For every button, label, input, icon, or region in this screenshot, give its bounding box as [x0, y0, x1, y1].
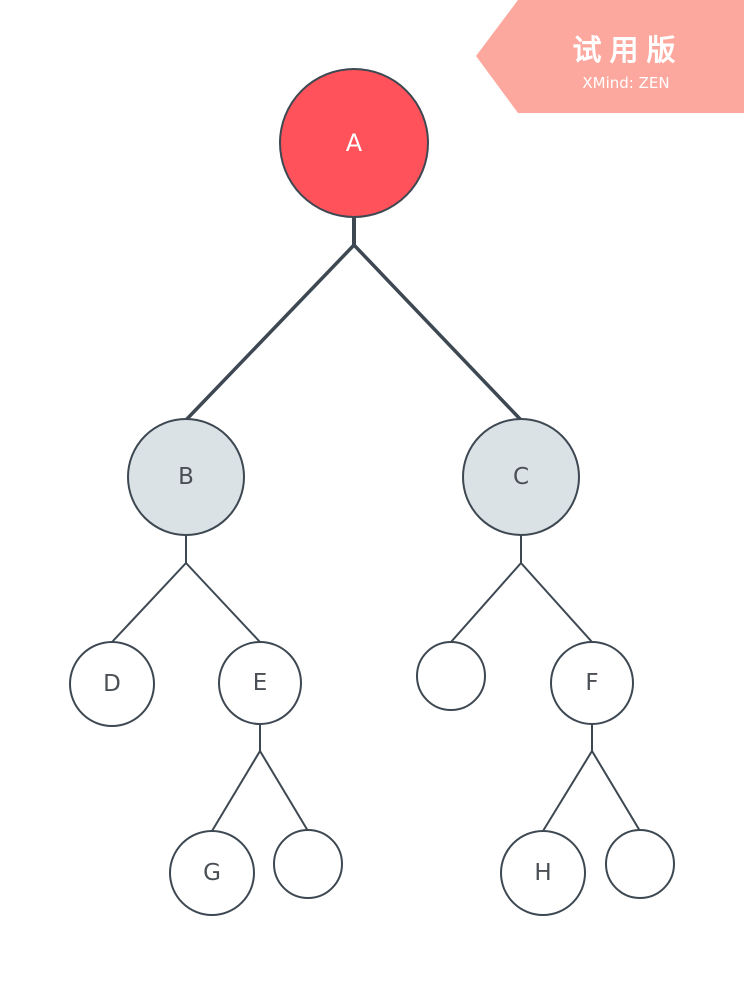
connector-e-g — [211, 750, 261, 832]
connector-b-e — [185, 562, 261, 643]
node-c-blank[interactable] — [416, 641, 486, 711]
trial-badge: 试用版 XMind: ZEN — [476, 0, 744, 113]
connector-f-h — [542, 750, 593, 832]
connector-e-blank — [259, 750, 309, 832]
connector-b-d — [111, 562, 187, 643]
connector-c-f — [520, 562, 593, 643]
node-c-label: C — [513, 464, 529, 490]
node-b[interactable]: B — [127, 418, 245, 536]
node-a[interactable]: A — [279, 68, 429, 218]
trial-badge-title: 试用版 — [572, 33, 683, 67]
connector-a-c — [352, 243, 523, 422]
connector-f-blank — [591, 750, 641, 832]
node-g[interactable]: G — [169, 830, 255, 916]
node-c[interactable]: C — [462, 418, 580, 536]
node-d-label: D — [103, 671, 121, 697]
node-h[interactable]: H — [500, 830, 586, 916]
node-d[interactable]: D — [69, 641, 155, 727]
node-g-label: G — [203, 860, 221, 886]
node-f-label: F — [585, 670, 598, 696]
node-b-label: B — [178, 464, 194, 490]
node-a-label: A — [346, 129, 363, 157]
node-h-label: H — [534, 860, 551, 886]
connector-a-b — [184, 243, 356, 422]
node-f-blank[interactable] — [605, 829, 675, 899]
node-e[interactable]: E — [218, 641, 302, 725]
node-f[interactable]: F — [550, 641, 634, 725]
trial-badge-shape — [476, 0, 744, 113]
trial-badge-subtitle: XMind: ZEN — [582, 74, 669, 92]
connectors — [111, 216, 641, 832]
connector-c-blank — [450, 562, 522, 643]
node-e-blank[interactable] — [273, 829, 343, 899]
node-e-label: E — [253, 670, 268, 696]
